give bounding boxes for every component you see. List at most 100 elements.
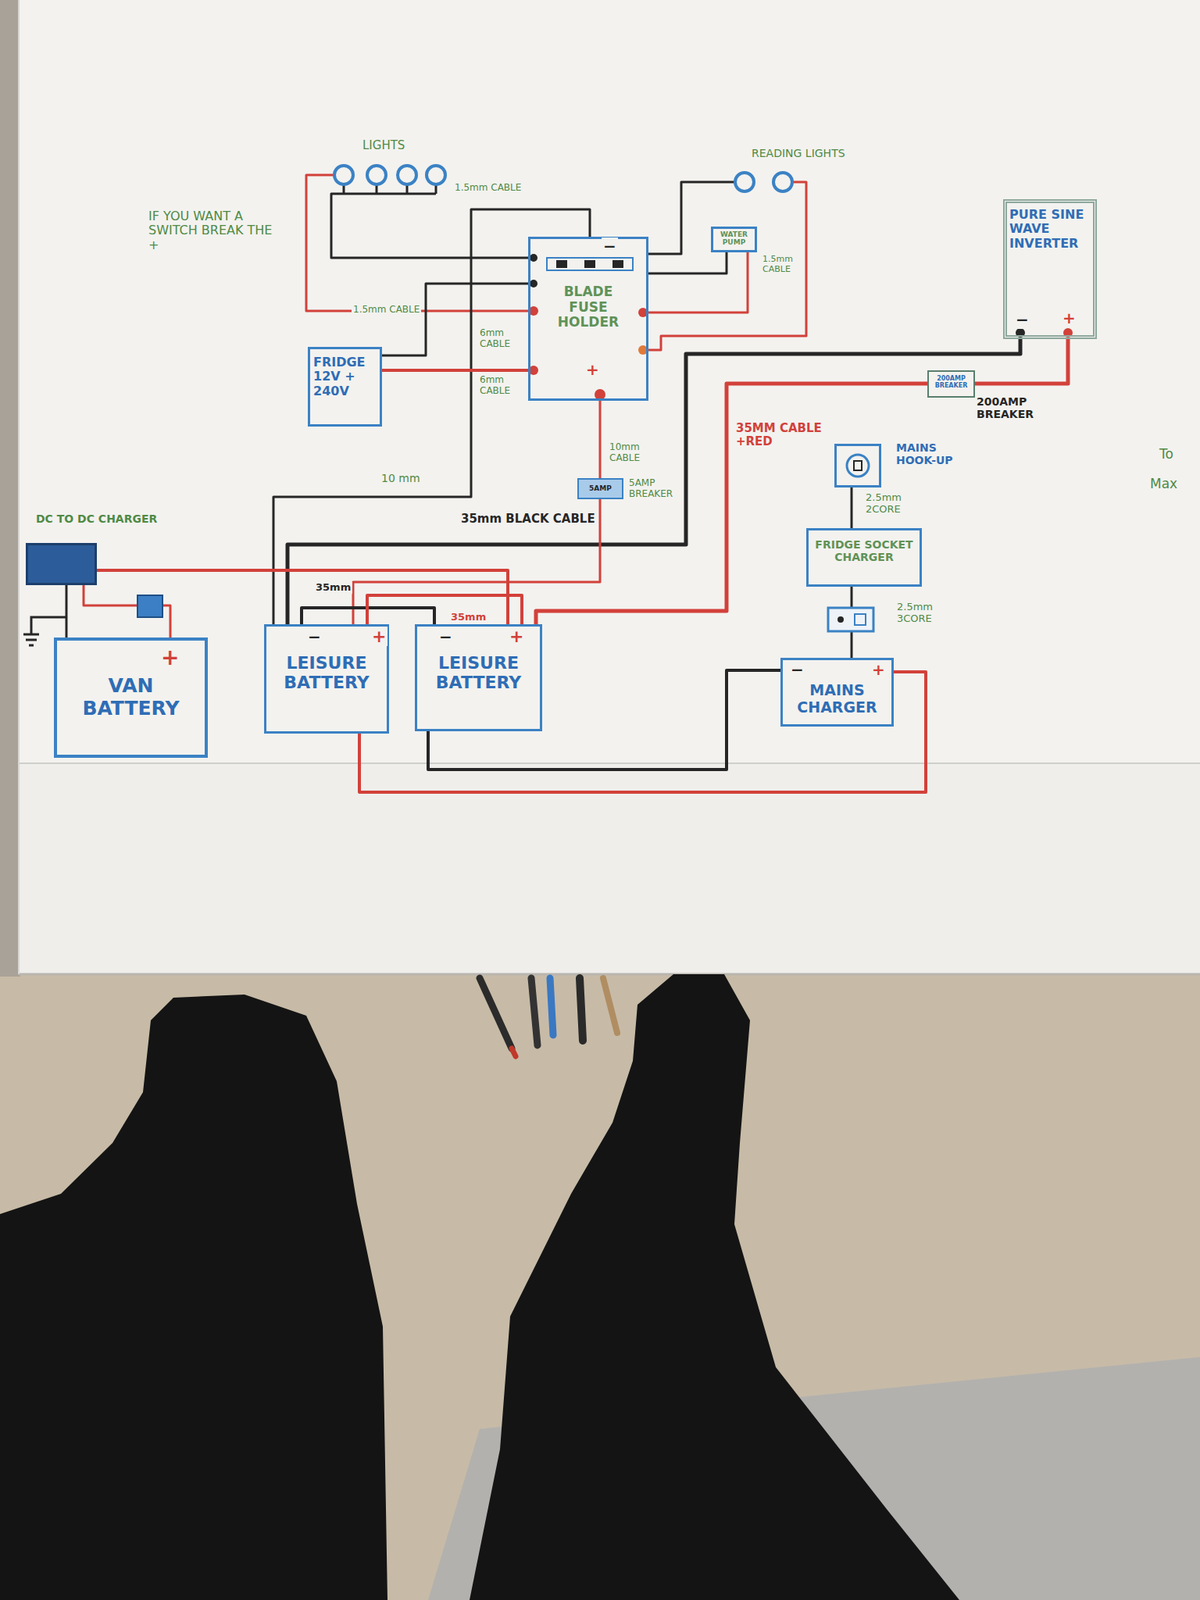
cable (96, 570, 508, 625)
cable (535, 383, 928, 625)
node-label: PURE SINE WAVE INVERTER (1007, 203, 1093, 251)
light-wiring (306, 175, 807, 350)
van-battery-box: VAN BATTERY (53, 637, 208, 758)
wire (646, 182, 736, 254)
cable (382, 283, 529, 356)
terminal (529, 253, 538, 262)
breaker-box: 5AMP (577, 478, 624, 500)
polarity-sign: + (1060, 309, 1078, 328)
node-label: VAN BATTERY (57, 640, 205, 721)
node-heading: MAINS HOOK-UP (896, 441, 967, 467)
pens (479, 978, 618, 1057)
node-label: WATER PUMP (713, 228, 755, 247)
pen (531, 978, 538, 1046)
terminal (529, 279, 538, 288)
cable (599, 400, 602, 479)
lights (334, 165, 793, 192)
wire (306, 175, 531, 311)
cable-size: 10mm CABLE (607, 442, 655, 465)
pen (579, 978, 583, 1041)
fridge-box: FRIDGE 12V + 240V (307, 346, 383, 427)
socket-pin (853, 460, 862, 471)
polarity-sign: + (159, 645, 181, 671)
blade-fuse (612, 260, 624, 268)
polarity-sign: − (437, 628, 454, 647)
board-edge (18, 973, 1200, 976)
blade-fuse (584, 260, 596, 268)
note-label: LIGHTS (360, 139, 407, 153)
polarity-sign: + (507, 626, 525, 647)
cable-size: 35mm (314, 582, 353, 594)
light (426, 165, 446, 185)
node-label: LEISURE BATTERY (266, 626, 387, 693)
wire (646, 182, 807, 350)
note-label: READING LIGHTS (750, 146, 847, 160)
ground-wire (31, 617, 67, 635)
node-label: FRIDGE 12V + 240V (310, 349, 380, 399)
ground-bar (28, 644, 34, 647)
node-label: FRIDGE SOCKET CHARGER (808, 530, 920, 564)
node-label: 5AMP (578, 479, 622, 493)
ground-symbol (23, 617, 67, 646)
socket-symbol (846, 454, 869, 477)
cable-size: 1.5mm CABLE (760, 254, 804, 275)
lip-edge (18, 762, 1200, 765)
cable (382, 368, 529, 372)
node-label: 200AMP BREAKER (928, 371, 974, 390)
switch-contact (854, 614, 866, 625)
inline-fuse (137, 595, 163, 618)
cable-size: 35mm (449, 611, 488, 624)
part-label: 200AMP BREAKER (975, 395, 1054, 421)
whiteboard-lip (18, 763, 1200, 975)
ground-bar (23, 633, 40, 636)
node-label: BLADE FUSE HOLDER (530, 239, 647, 331)
cable (975, 339, 1068, 384)
node-heading: DC TO DC CHARGER (35, 512, 193, 525)
pen (479, 978, 512, 1049)
fridge-socket-charger-box: FRIDGE SOCKET CHARGER (806, 528, 922, 587)
switch-contact (837, 616, 844, 623)
part-label: 5AMP BREAKER (627, 478, 683, 500)
light (334, 165, 354, 185)
fuse-bar (546, 257, 633, 271)
polarity-sign: − (601, 237, 618, 256)
cable (367, 595, 522, 625)
light (367, 165, 386, 185)
dc-dc-charger-box: DC TO DC CHARGER (25, 542, 97, 586)
wire (331, 193, 531, 258)
cable (65, 585, 68, 638)
cable-size: 10 mm (379, 471, 422, 485)
cable-size: 2.5mm 3CORE (895, 601, 950, 625)
terminal (594, 389, 606, 400)
note: IF YOU WANT A SWITCH BREAK THE + (146, 209, 288, 253)
reading-light (773, 172, 793, 192)
light (397, 165, 417, 185)
cable (287, 339, 1021, 625)
cable (648, 252, 727, 274)
pen (603, 978, 618, 1033)
cable (273, 209, 590, 625)
cable-size: 35mm BLACK CABLE (459, 512, 597, 526)
cable-size: 35MM CABLE +RED (734, 421, 829, 450)
cable-size: 1.5mm CABLE (453, 182, 523, 194)
blade-fuse (556, 260, 568, 268)
breaker-box: 200AMP BREAKER (927, 370, 975, 398)
switch-symbol (828, 607, 874, 632)
note: To (1157, 446, 1175, 463)
pen (550, 978, 554, 1036)
water-pump-box: WATER PUMP (710, 226, 758, 253)
polarity-sign: + (584, 360, 601, 379)
note: Max (1148, 476, 1179, 493)
cable-size: 1.5mm CABLE (351, 304, 422, 316)
polarity-sign: − (789, 660, 806, 679)
cable-size: 6mm CABLE (478, 328, 525, 350)
mains-hookup-box: MAINS HOOK-UP (834, 443, 882, 488)
cable-size: 6mm CABLE (478, 375, 525, 397)
right-leg (469, 974, 960, 1600)
left-leg (0, 994, 388, 1600)
polarity-sign: + (370, 626, 388, 647)
polarity-sign: + (870, 660, 887, 679)
polarity-sign: − (306, 628, 323, 647)
cable (648, 252, 748, 313)
